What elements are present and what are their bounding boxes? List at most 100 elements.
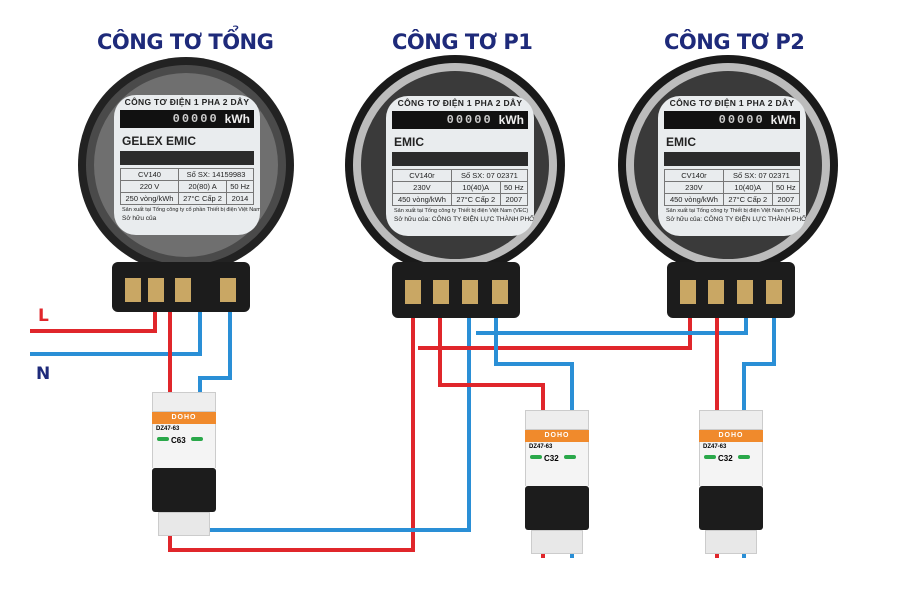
meter-brand: EMIC bbox=[394, 135, 424, 149]
p1-neutral-out bbox=[494, 318, 574, 412]
meter-frequency: 50 Hz bbox=[226, 180, 254, 193]
owner-label: Sở hữu của bbox=[122, 215, 157, 222]
serial-number: 07 02371 bbox=[758, 171, 790, 180]
counter-digits: 00000 bbox=[718, 113, 765, 127]
meter-current: 10(40)A bbox=[450, 181, 501, 194]
neutral-label: N bbox=[36, 364, 51, 384]
serial-number: 14159983 bbox=[212, 170, 246, 179]
energy-counter: 00000 kWh bbox=[120, 110, 254, 128]
serial-number: 07 02371 bbox=[486, 171, 518, 180]
breaker-rating: C63 bbox=[171, 436, 186, 445]
breaker-bottom-terminals bbox=[705, 530, 757, 554]
breaker-indicator bbox=[191, 437, 203, 441]
meter-header: CÔNG TƠ ĐIỆN 1 PHA 2 DÂY bbox=[669, 98, 795, 108]
breaker-toggle-switch[interactable] bbox=[152, 468, 216, 512]
breaker-brand: DOHO bbox=[699, 430, 763, 442]
serial-label: Số SX: bbox=[461, 171, 485, 180]
energy-counter: 00000 kWh bbox=[392, 111, 528, 129]
meter-brand: GELEX EMIC bbox=[122, 134, 197, 148]
breaker-model: DZ47-63 bbox=[529, 444, 553, 450]
breaker-label-panel: DZ47-63 C32 bbox=[525, 442, 589, 486]
meter-year: 2007 bbox=[771, 193, 801, 206]
manufacturer-note: Sản xuất tại Tổng công ty Thiết bị điện … bbox=[666, 208, 801, 214]
p2-neutral-out bbox=[742, 318, 776, 412]
owner-label: Sở hữu của: CÔNG TY ĐIỆN LỰC THÀNH PHỐ H… bbox=[394, 216, 534, 223]
manufacturer-note: Sản xuất tại Tổng công ty cổ phần Thiết … bbox=[122, 207, 260, 213]
meter-voltage: 230V bbox=[664, 181, 724, 194]
meter-model: CV140r bbox=[392, 169, 452, 182]
meter-temperature: 27°C bbox=[728, 195, 746, 204]
breaker-label-panel: DZ47-63 C63 bbox=[152, 424, 216, 468]
meter-class: Cấp 2 bbox=[747, 195, 768, 204]
meter-temperature: 27°C bbox=[183, 194, 200, 203]
breaker-top-terminals bbox=[152, 392, 216, 412]
p2-meter-face: CÔNG TƠ ĐIỆN 1 PHA 2 DÂY 00000 kWh EMIC … bbox=[658, 96, 806, 236]
meter-voltage: 230V bbox=[392, 181, 452, 194]
counter-unit: kWh bbox=[498, 113, 524, 127]
rotating-disc-window bbox=[120, 151, 254, 165]
counter-unit: kWh bbox=[224, 112, 250, 126]
p1-meter-title: CÔNG TƠ P1 bbox=[392, 30, 533, 54]
meter-current: 10(40)A bbox=[722, 181, 773, 194]
main-breaker: DOHO DZ47-63 C63 bbox=[152, 392, 216, 536]
neutral-bus-to-p2 bbox=[476, 318, 748, 335]
main-meter-neutral-out bbox=[198, 310, 232, 395]
p1-breaker: DOHO DZ47-63 C32 bbox=[525, 410, 589, 554]
breaker-top-terminals bbox=[525, 410, 589, 430]
meter-constant: 450 vòng/kWh bbox=[392, 193, 452, 206]
breaker-bottom-terminals bbox=[531, 530, 583, 554]
meter-header: CÔNG TƠ ĐIỆN 1 PHA 2 DÂY bbox=[397, 98, 523, 108]
meter-class: Cấp 2 bbox=[475, 195, 496, 204]
meter-constant: 250 vòng/kWh bbox=[120, 192, 179, 205]
breaker-model: DZ47-63 bbox=[703, 444, 727, 450]
breaker-model: DZ47-63 bbox=[156, 426, 180, 432]
meter-year: 2007 bbox=[499, 193, 529, 206]
live-input-wire bbox=[30, 310, 157, 333]
breaker-indicator bbox=[738, 455, 750, 459]
counter-unit: kWh bbox=[770, 113, 796, 127]
p1-meter-face: CÔNG TƠ ĐIỆN 1 PHA 2 DÂY 00000 kWh EMIC … bbox=[386, 96, 534, 236]
breaker-brand: DOHO bbox=[525, 430, 589, 442]
meter-brand: EMIC bbox=[666, 135, 696, 149]
breaker-rating: C32 bbox=[544, 454, 559, 463]
live-bus-to-p2 bbox=[418, 318, 692, 350]
meter-model: CV140r bbox=[664, 169, 724, 182]
live-label: L bbox=[38, 306, 49, 326]
energy-counter: 00000 kWh bbox=[664, 111, 800, 129]
breaker-top-terminals bbox=[699, 410, 763, 430]
counter-digits: 00000 bbox=[172, 112, 219, 126]
breaker-bottom-terminals bbox=[158, 512, 210, 536]
meter-model: CV140 bbox=[120, 168, 179, 181]
manufacturer-note: Sản xuất tại Tổng công ty Thiết bị điện … bbox=[394, 208, 529, 214]
counter-digits: 00000 bbox=[446, 113, 493, 127]
breaker-rating: C32 bbox=[718, 454, 733, 463]
breaker-indicator bbox=[564, 455, 576, 459]
breaker-brand: DOHO bbox=[152, 412, 216, 424]
meter-class: Cấp 2 bbox=[201, 194, 222, 203]
rotating-disc-window bbox=[664, 152, 800, 166]
breaker-indicator bbox=[157, 437, 169, 441]
breaker-label-panel: DZ47-63 C32 bbox=[699, 442, 763, 486]
meter-constant: 450 vòng/kWh bbox=[664, 193, 724, 206]
breaker-toggle-switch[interactable] bbox=[699, 486, 763, 530]
main-meter-face: CÔNG TƠ ĐIỆN 1 PHA 2 DÂY 00000 kWh GELEX… bbox=[114, 95, 260, 235]
owner-label: Sở hữu của: CÔNG TY ĐIỆN LỰC THÀNH PHỐ H… bbox=[666, 216, 806, 223]
meter-temperature: 27°C bbox=[456, 195, 474, 204]
p2-meter-title: CÔNG TƠ P2 bbox=[664, 30, 805, 54]
meter-year: 2014 bbox=[226, 192, 254, 205]
meter-current: 20(80) A bbox=[177, 180, 228, 193]
main-meter-title: CÔNG TƠ TỔNG bbox=[97, 30, 274, 54]
p2-breaker: DOHO DZ47-63 C32 bbox=[699, 410, 763, 554]
breaker-toggle-switch[interactable] bbox=[525, 486, 589, 530]
serial-label: Số SX: bbox=[186, 170, 210, 179]
breaker-indicator bbox=[704, 455, 716, 459]
meter-frequency: 50 Hz bbox=[771, 181, 801, 194]
meter-voltage: 220 V bbox=[120, 180, 179, 193]
meter-frequency: 50 Hz bbox=[499, 181, 529, 194]
rotating-disc-window bbox=[392, 152, 528, 166]
p1-live-out bbox=[438, 318, 545, 412]
meter-header: CÔNG TƠ ĐIỆN 1 PHA 2 DÂY bbox=[124, 97, 250, 107]
